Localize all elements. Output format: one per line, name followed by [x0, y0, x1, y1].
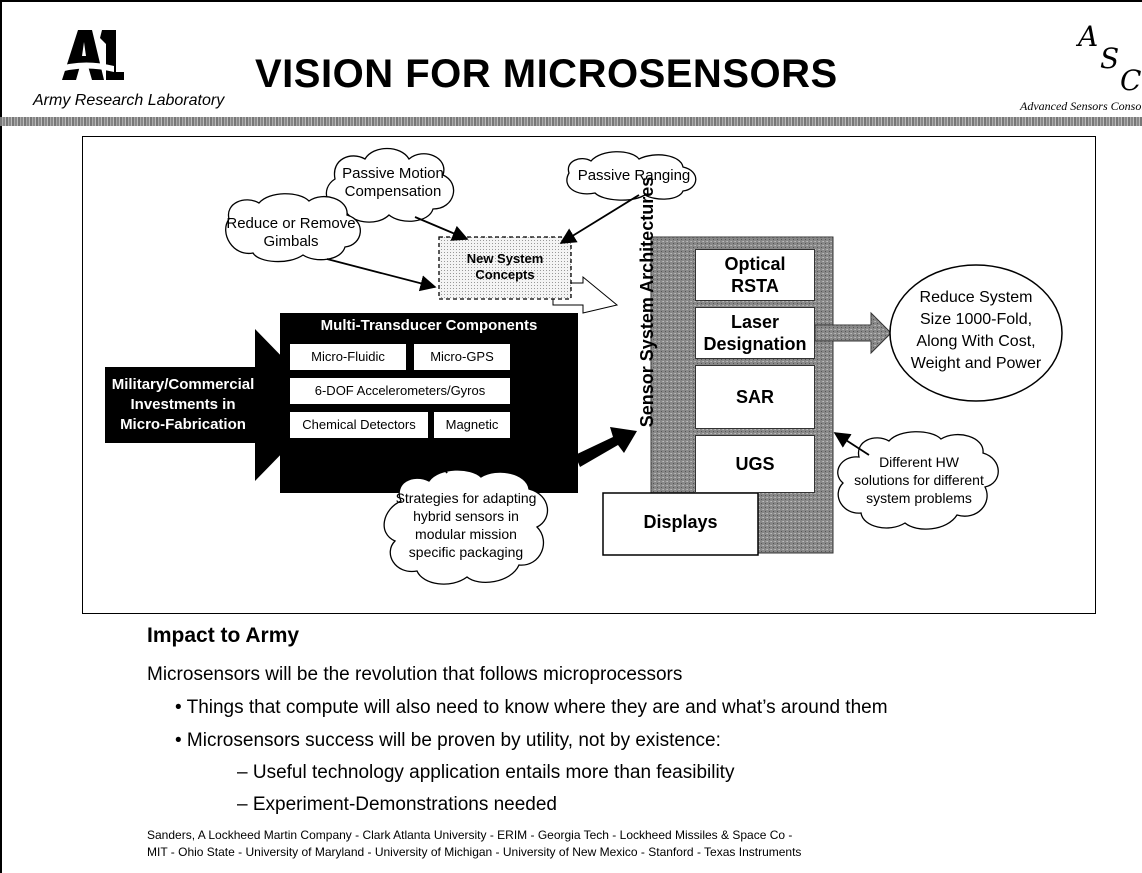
passive-ranging-label: Passive Ranging: [577, 167, 691, 184]
cloud-passive-ranging: [566, 151, 697, 201]
diagram-panel: Military/Commercial Investments in Micro…: [82, 136, 1096, 614]
cloud-strategies: [383, 469, 549, 585]
result-oval: [889, 264, 1063, 402]
chip-micro-fluidic: Micro-Fluidic: [289, 343, 407, 371]
strategies-line-2: hybrid sensors in: [413, 508, 519, 524]
sensor-box-sar: SAR: [695, 365, 815, 429]
page-title: VISION FOR MICROSENSORS: [255, 52, 838, 96]
impact-intro: Microsensors will be the revolution that…: [147, 664, 683, 685]
asc-letter-a: A: [1078, 20, 1099, 53]
gimbals-label: Reduce or Remove Gimbals: [225, 215, 357, 251]
laser-line-1: Laser: [730, 312, 780, 332]
chip-chemical-detectors: Chemical Detectors: [289, 411, 429, 439]
components-to-architecture-arrow: [575, 427, 637, 467]
footer-line-2: MIT - Ohio State - University of Marylan…: [147, 845, 802, 859]
new-system-line-2: Concepts: [475, 267, 535, 282]
gimbals-line-2: Gimbals: [263, 233, 319, 250]
result-label: Reduce System Size 1000-Fold, Along With…: [891, 287, 1061, 375]
result-line-3: Along With Cost,: [916, 333, 1036, 350]
passive-motion-label: Passive Motion Compensation: [333, 165, 453, 201]
impact-heading: Impact to Army: [147, 624, 300, 647]
gimbals-line-1: Reduce or Remove: [226, 215, 356, 232]
impact-subbullet-2: – Experiment-Demonstrations needed: [237, 794, 558, 815]
different-hw-label: Different HW solutions for different sys…: [839, 453, 999, 507]
passive-motion-line-2: Compensation: [344, 183, 442, 200]
chip-accelerometers: 6-DOF Accelerometers/Gyros: [289, 377, 511, 405]
impact-subbullet-1: – Useful technology application entails …: [237, 762, 735, 783]
passive-motion-line-1: Passive Motion: [342, 165, 444, 182]
left-border: [0, 0, 2, 873]
investment-label: Military/Commercial Investments in Micro…: [103, 375, 263, 435]
pointer-different-hw: [833, 432, 870, 456]
different-hw-line-1: Different HW: [879, 454, 959, 470]
architecture-label: Sensor System Architectures: [637, 176, 657, 428]
asc-letter-c: C: [1120, 64, 1142, 97]
displays-box: [602, 492, 759, 556]
result-line-1: Reduce System: [919, 289, 1033, 306]
laser-line-2: Designation: [703, 334, 807, 354]
investment-arrow: [105, 329, 329, 481]
different-hw-line-3: system problems: [866, 490, 972, 506]
pointer-gimbals: [326, 258, 437, 292]
strategies-label: Strategies for adapting hybrid sensors i…: [387, 489, 545, 561]
investment-line-3: Micro-Fabrication: [120, 416, 246, 433]
header-divider-band: [0, 117, 1142, 126]
pointer-passive-ranging: [559, 194, 640, 244]
asc-logo: A S C Advanced Sensors Consortium: [1020, 20, 1142, 120]
footer-line-1: Sanders, A Lockheed Martin Company - Cla…: [147, 828, 793, 842]
components-title: Multi-Transducer Components: [320, 317, 538, 334]
asc-name: Advanced Sensors Consortium: [1020, 99, 1142, 113]
investment-line-2: Investments in: [130, 396, 236, 413]
org-name: Army Research Laboratory: [33, 92, 225, 109]
sensor-box-ugs: UGS: [695, 435, 815, 493]
new-system-box: [438, 236, 572, 300]
pointer-strategies: [424, 435, 448, 474]
chip-micro-gps: Micro-GPS: [413, 343, 511, 371]
result-line-4: Weight and Power: [910, 355, 1042, 372]
strategies-line-3: modular mission: [415, 526, 517, 542]
top-border: [0, 0, 1142, 2]
result-line-2: Size 1000-Fold,: [919, 311, 1033, 328]
optical-line-1: Optical: [724, 254, 786, 274]
strategies-line-1: Strategies for adapting: [395, 490, 537, 506]
different-hw-line-2: solutions for different: [854, 472, 984, 488]
asc-letter-s: S: [1100, 42, 1120, 75]
new-system-label: New System Concepts: [439, 251, 571, 283]
sar-line: SAR: [735, 387, 774, 407]
new-system-line-1: New System: [466, 251, 544, 266]
cloud-different-hw: [837, 431, 999, 530]
ugs-line: UGS: [735, 454, 775, 474]
impact-bullet-1: • Things that compute will also need to …: [175, 697, 888, 718]
cloud-gimbals: [225, 193, 361, 263]
investment-line-1: Military/Commercial: [111, 376, 255, 393]
chip-magnetic: Magnetic: [433, 411, 511, 439]
pointer-passive-motion: [414, 216, 469, 241]
diagram-graphics: [105, 147, 1063, 585]
arl-logo: [54, 30, 124, 80]
displays-label: Displays: [643, 512, 718, 532]
impact-bullet-2: • Microsensors success will be proven by…: [175, 730, 721, 751]
output-arrow: [814, 311, 892, 355]
strategies-line-4: specific packaging: [408, 544, 524, 560]
optical-line-2: RSTA: [731, 276, 779, 296]
